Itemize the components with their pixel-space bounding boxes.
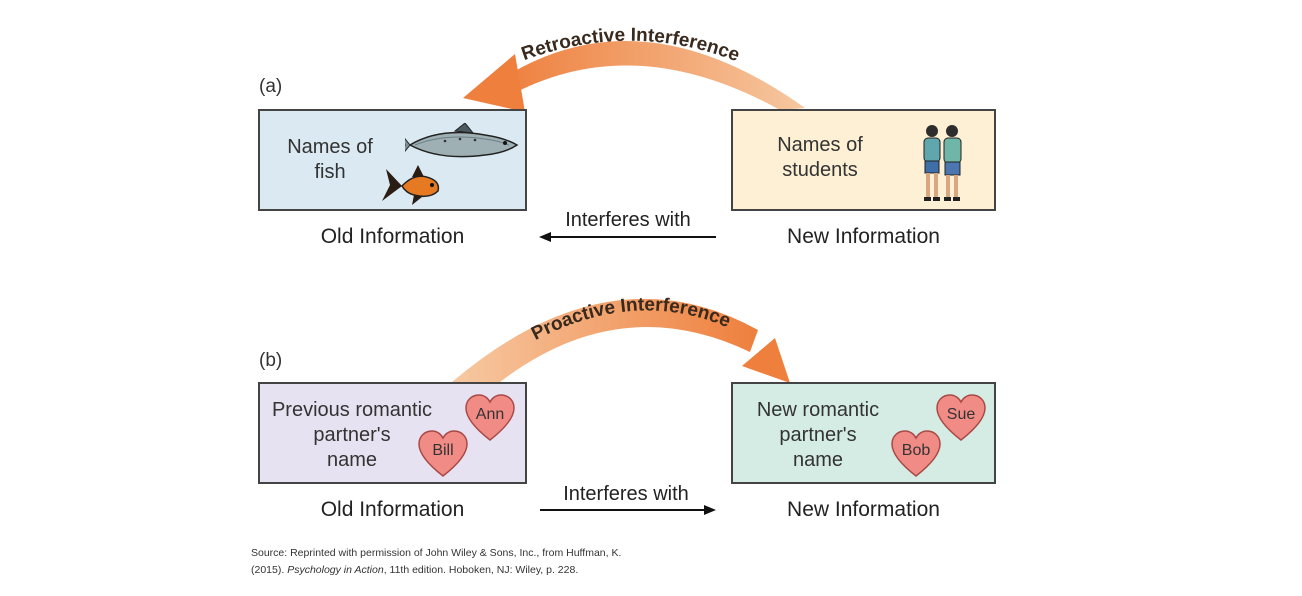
heart-bill: Bill xyxy=(417,430,469,478)
source-line-2: (2015). Psychology in Action, 11th editi… xyxy=(251,564,579,576)
interferes-with-label-a: Interferes with xyxy=(565,209,691,231)
heart-icon xyxy=(891,430,941,477)
goldfish-icon xyxy=(382,165,440,205)
retroactive-arc-band xyxy=(500,41,805,110)
source-note: Source: Reprinted with permission of Joh… xyxy=(251,545,621,579)
interferes-arrowhead-a xyxy=(539,232,551,242)
heart-ann: Ann xyxy=(464,394,516,442)
students-icon xyxy=(923,125,962,201)
old-information-caption-a: Old Information xyxy=(320,225,465,248)
heart-name-bob: Bob xyxy=(901,442,931,459)
proactive-arc-band xyxy=(452,298,758,382)
interferes-arrowhead-b xyxy=(704,505,716,515)
heart-name-bill: Bill xyxy=(432,442,454,459)
students-box-text: Names of students xyxy=(777,134,863,181)
salmon-icon xyxy=(405,123,519,158)
old-information-box-previous-partner: Previous romantic partner's name Ann Bil… xyxy=(258,382,527,484)
panel-a-label: (a) xyxy=(259,76,283,97)
new-information-caption-a: New Information xyxy=(787,225,940,248)
previous-partner-box-text: Previous romantic partner's name xyxy=(271,399,433,471)
heart-bob: Bob xyxy=(890,430,942,478)
old-information-caption-b: Old Information xyxy=(320,498,465,521)
heart-name-sue: Sue xyxy=(946,406,976,423)
retroactive-arrowhead xyxy=(463,54,525,112)
panel-b-label: (b) xyxy=(259,350,283,371)
heart-name-ann: Ann xyxy=(475,406,505,423)
heart-icon xyxy=(418,430,468,477)
fish-box-text: Names of fish xyxy=(287,136,373,183)
new-information-box-new-partner: New romantic partner's name Sue Bob xyxy=(731,382,996,484)
new-partner-box-text: New romantic partner's name xyxy=(756,399,880,471)
old-information-box-fish: Names of fish xyxy=(258,109,527,211)
interferes-with-label-b: Interferes with xyxy=(563,483,689,505)
heart-sue: Sue xyxy=(935,394,987,442)
heart-icon xyxy=(465,394,515,441)
new-information-caption-b: New Information xyxy=(787,498,940,521)
source-line-1: Source: Reprinted with permission of Joh… xyxy=(251,547,622,559)
heart-icon xyxy=(936,394,986,441)
new-information-box-students: Names of students xyxy=(731,109,996,211)
proactive-arrowhead xyxy=(742,338,790,383)
